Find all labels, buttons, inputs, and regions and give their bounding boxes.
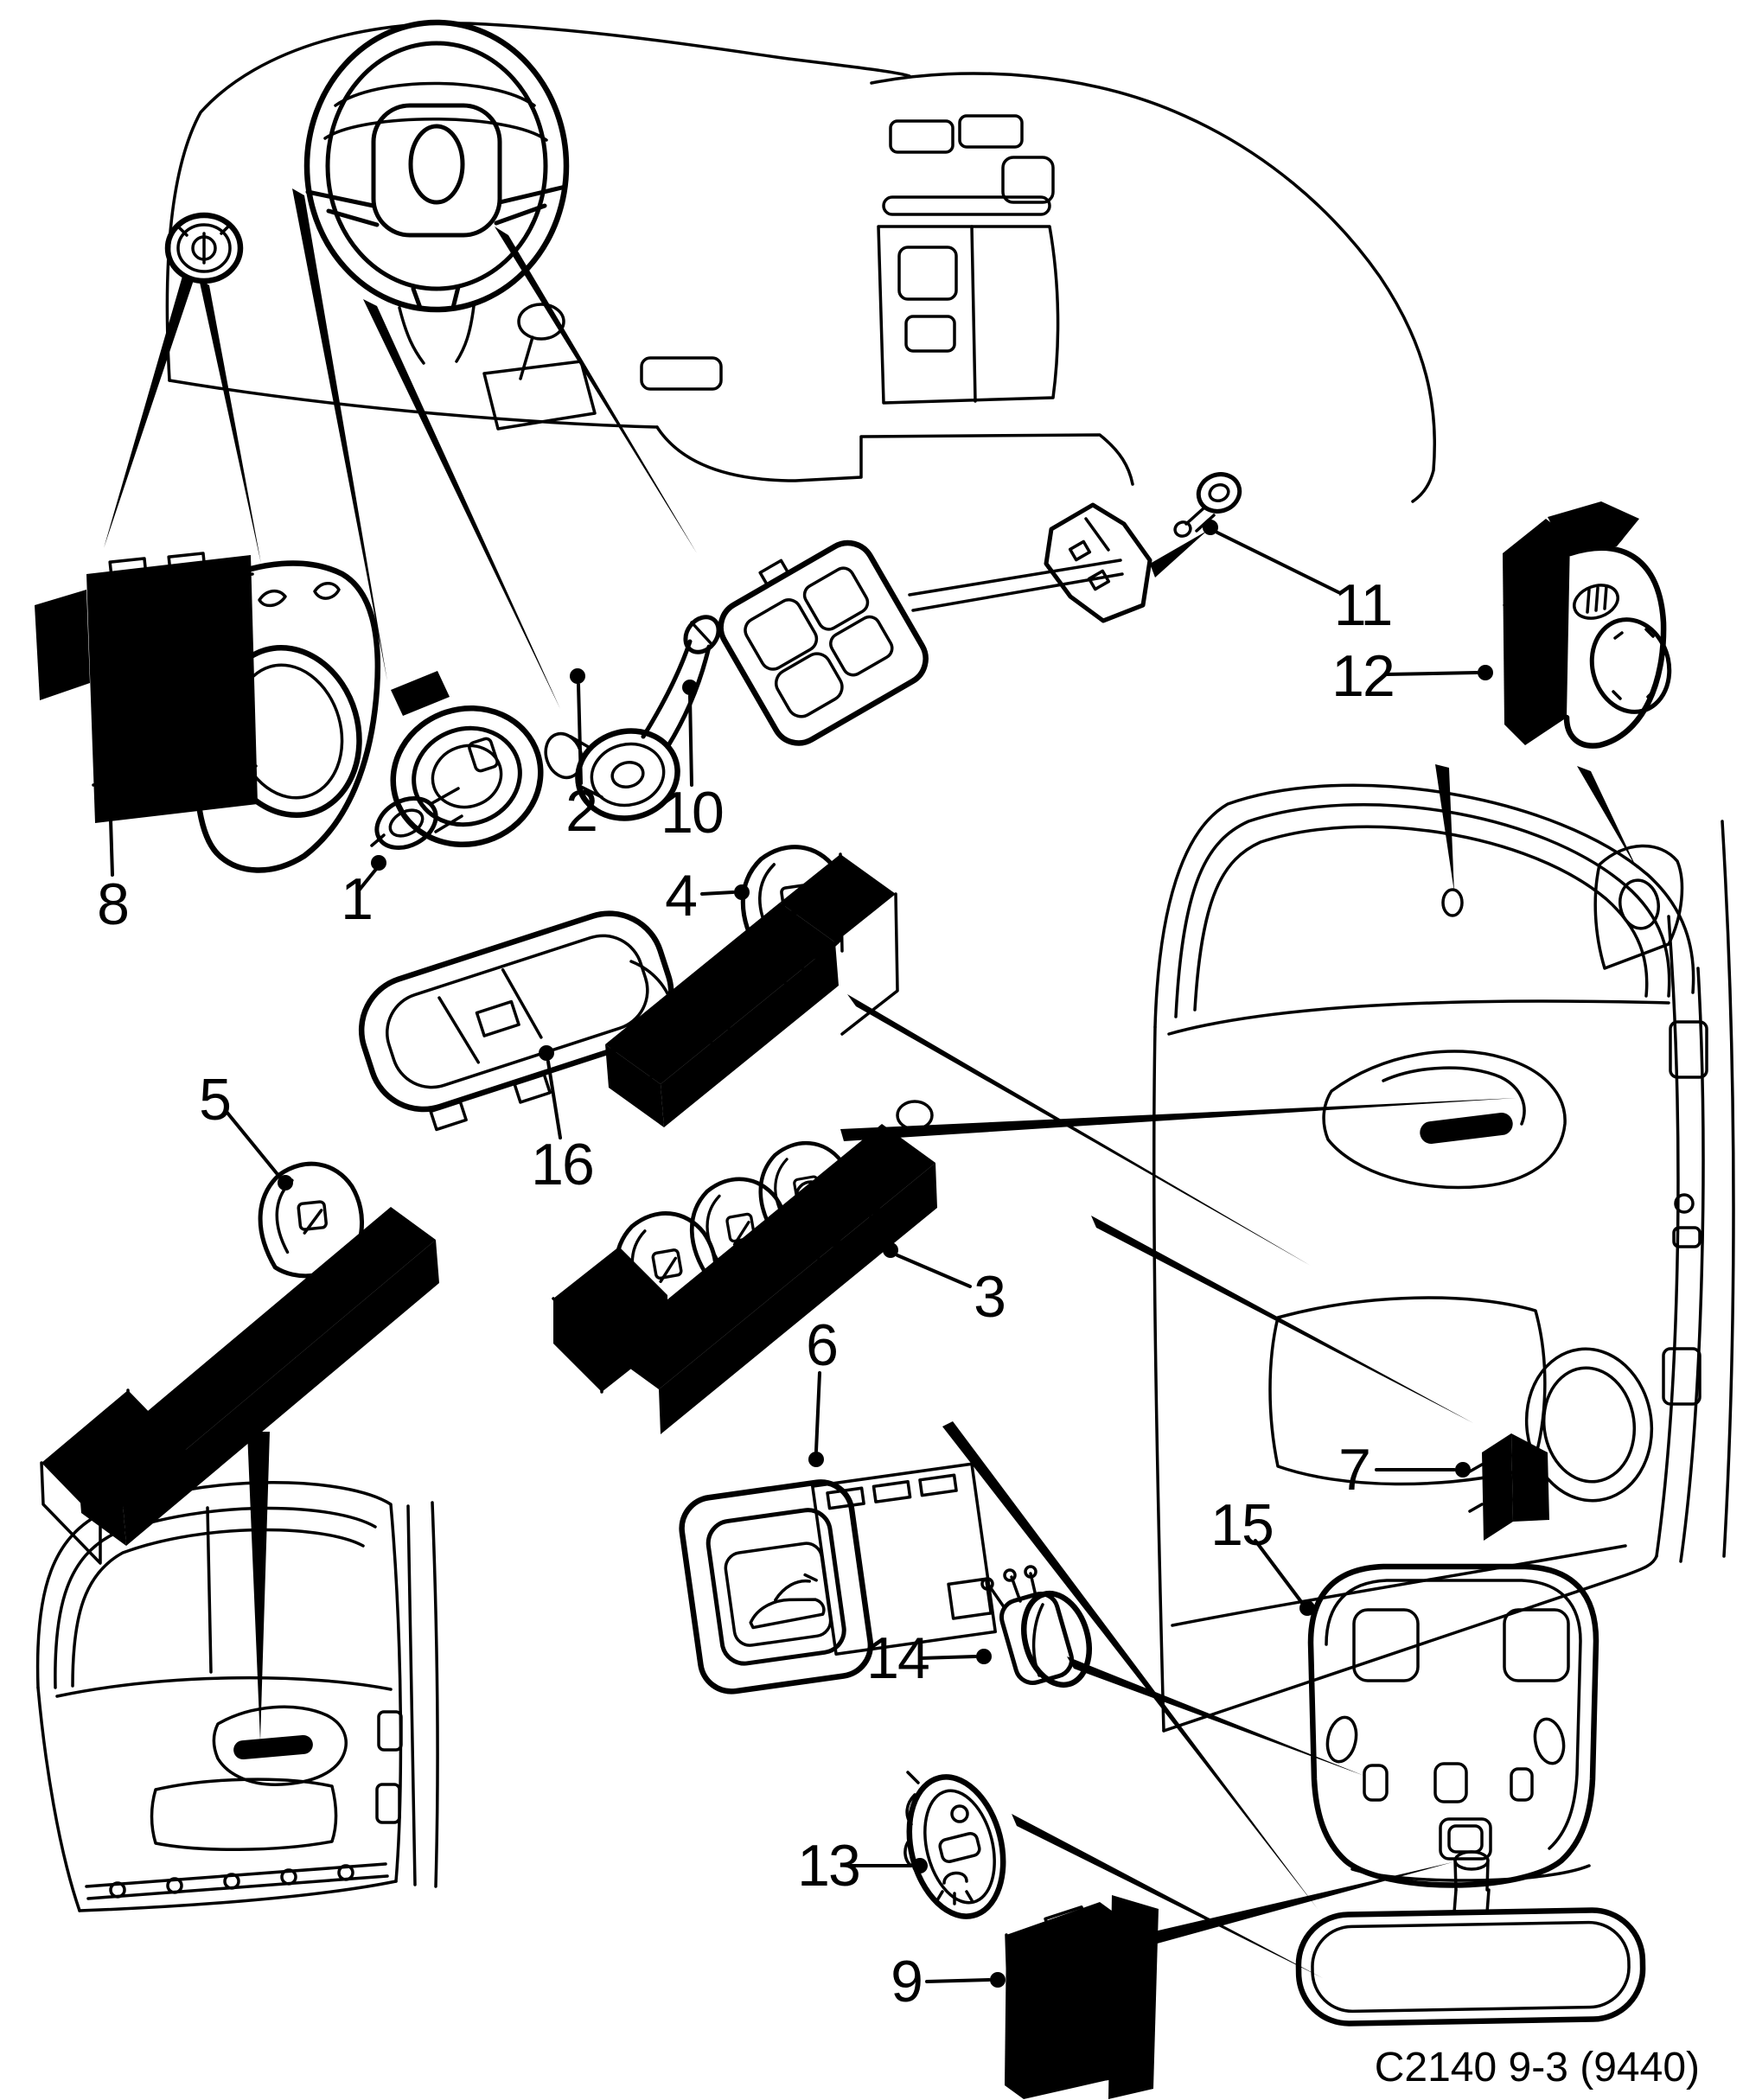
steering-wheel — [303, 19, 570, 365]
part-1-ignition-switch-drawing — [370, 671, 544, 851]
part-4-window-switch-panel-drawing — [605, 840, 899, 1127]
callout-label-4: 4 — [665, 863, 698, 929]
rear-door-sketch — [35, 1481, 439, 1912]
part-7-central-locking-switch-drawing — [1468, 1433, 1549, 1541]
callout-label-10: 10 — [661, 780, 725, 846]
callout-label-15: 15 — [1210, 1492, 1274, 1558]
callout-label-2: 2 — [565, 778, 598, 844]
callout-label-8: 8 — [97, 871, 130, 937]
mirror-adjust-pad-icon — [1589, 617, 1672, 714]
callout-label-3: 3 — [974, 1264, 1006, 1330]
callout-label-16: 16 — [531, 1132, 595, 1197]
callout-label-9: 9 — [891, 1949, 923, 2014]
rear-view-mirror-sketch — [1295, 1888, 1646, 2027]
gear-shifter — [482, 303, 723, 431]
front-door-sketch — [1152, 783, 1735, 1733]
callout-label-13: 13 — [797, 1833, 861, 1899]
part-11-screw-drawing — [1173, 472, 1242, 538]
part-8-headlight-switch-drawing — [35, 552, 381, 873]
padlock-icon — [1523, 1467, 1542, 1492]
part-9-sunroof-switch-drawing — [1005, 1895, 1159, 2099]
callout-label-5: 5 — [199, 1067, 232, 1133]
part-14-switch-drawing — [980, 1565, 1092, 1688]
callout-label-6: 6 — [806, 1312, 839, 1378]
callout-label-7: 7 — [1338, 1437, 1371, 1503]
part-6-trunk-release-switch-drawing — [679, 1462, 997, 1695]
part-3-master-window-switch-drawing — [552, 1100, 937, 1434]
location-wedges-parts — [247, 764, 1638, 1978]
part-13-interior-lamp-switch-drawing — [903, 1771, 1006, 1919]
part-15-roof-console-drawing — [1307, 1563, 1599, 1892]
sunroof-tilt-icon — [1076, 2030, 1119, 2058]
callout-label-14: 14 — [866, 1625, 930, 1691]
dashboard-sketch — [164, 19, 1437, 503]
part-2-column-stalk-drawing — [544, 615, 721, 821]
callout-leaders — [102, 520, 1493, 1988]
figure-caption: C2140 9-3 (9440) — [1374, 2045, 1700, 2090]
part-16-door-pull-trim-drawing — [358, 910, 677, 1132]
callout-label-1: 1 — [341, 866, 374, 932]
callout-label-12: 12 — [1331, 643, 1395, 709]
location-wedges-dashboard — [104, 188, 697, 709]
part-10-steering-wheel-switch-drawing — [718, 502, 1207, 746]
trunk-open-icon — [749, 1573, 826, 1630]
part-5-rear-window-switch-drawing — [40, 1159, 439, 1565]
lamp-icon — [935, 1871, 974, 1905]
callout-label-11: 11 — [1333, 572, 1394, 638]
part-12-mirror-adjust-switch-drawing — [1503, 501, 1672, 749]
headlight-knob-icon — [164, 212, 244, 284]
